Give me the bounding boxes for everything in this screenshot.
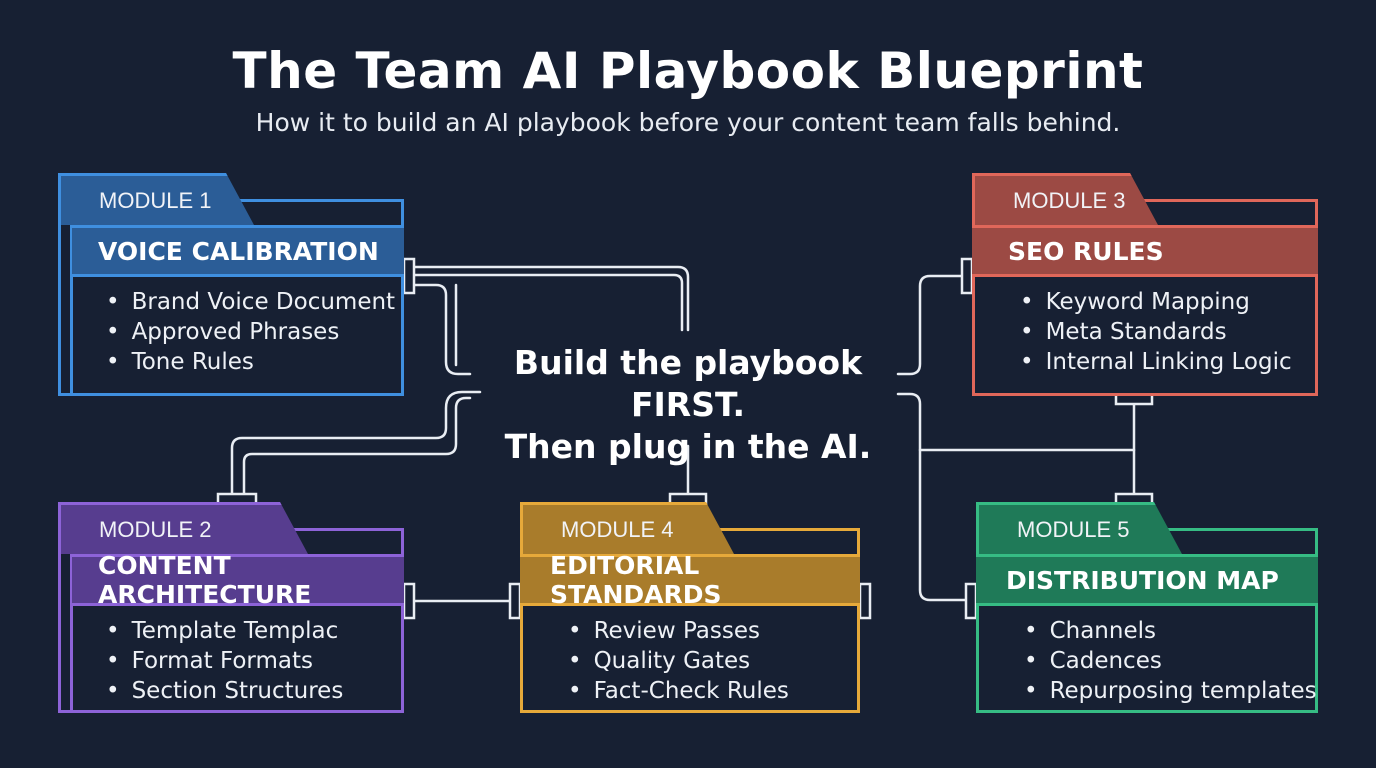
center-message: Build the playbook FIRST. Then plug in t…	[478, 342, 898, 468]
connector-m1-center-c	[412, 283, 472, 376]
list-item: Channels	[1024, 616, 1317, 646]
module-inner-rule	[70, 225, 73, 396]
module-item-list: Brand Voice Document Approved Phrases To…	[106, 287, 396, 377]
connector-center-m2-a	[230, 390, 482, 496]
list-item: Quality Gates	[568, 646, 789, 676]
module-item-list: Template Templac Format Formats Section …	[106, 616, 344, 706]
center-message-line2: Then plug in the AI.	[504, 427, 872, 466]
connector-m1-center-b	[412, 273, 684, 332]
port-m2-right	[402, 582, 416, 620]
port-m4-right	[858, 582, 872, 620]
list-item: Brand Voice Document	[106, 287, 396, 317]
page-title: The Team AI Playbook Blueprint	[232, 42, 1144, 100]
list-item: Tone Rules	[106, 347, 395, 377]
module-header: CONTENT ARCHITECTURE	[72, 551, 404, 609]
list-item: Fact-Check Rules	[568, 676, 789, 706]
module-tab-label: MODULE 2	[99, 516, 212, 542]
list-item: Repurposing templates	[1024, 676, 1317, 706]
center-message-line1: Build the playbook FIRST.	[513, 343, 863, 424]
module-tab-label: MODULE 5	[1017, 516, 1130, 542]
connector-center-m2-b	[242, 396, 472, 496]
module-header-label: VOICE CALIBRATION	[98, 236, 379, 266]
module-tab: MODULE 1	[58, 173, 254, 225]
list-item: Keyword Mapping	[1020, 287, 1292, 317]
list-item: Review Passes	[568, 616, 789, 646]
port-m5-left	[964, 582, 978, 620]
module-item-list: Channels Cadences Repurposing templates	[1024, 616, 1317, 706]
module-tab: MODULE 3	[972, 173, 1158, 225]
list-item: Section Structures	[106, 676, 344, 706]
page-subtitle: How it to build an AI playbook before yo…	[255, 108, 1121, 137]
list-item: Approved Phrases	[106, 317, 395, 347]
module-item-list: Keyword Mapping Meta Standards Internal …	[1020, 287, 1292, 377]
module-header-label: DISTRIBUTION MAP	[1006, 565, 1279, 595]
port-m4-left	[508, 582, 522, 620]
module-tab: MODULE 2	[58, 502, 308, 554]
module-header-label: CONTENT ARCHITECTURE	[98, 551, 312, 609]
module-tab-label: MODULE 3	[1013, 187, 1126, 213]
module-header: EDITORIAL STANDARDS	[520, 551, 860, 609]
connector-m1-center-a	[412, 265, 690, 332]
module-seo-rules: MODULE 3 SEO RULES Keyword Mapping Meta …	[972, 173, 1318, 396]
module-header: DISTRIBUTION MAP	[976, 554, 1318, 606]
connector-center-m3	[896, 274, 964, 376]
module-tab: MODULE 4	[520, 502, 734, 554]
module-tab: MODULE 5	[976, 502, 1182, 554]
module-tab-label: MODULE 1	[99, 187, 212, 213]
list-item: Meta Standards	[1020, 317, 1292, 347]
connector-center-m5	[896, 392, 968, 602]
list-item: Internal Linking Logic	[1020, 347, 1292, 377]
module-header-label: EDITORIAL STANDARDS	[550, 551, 722, 609]
port-m1-right	[402, 257, 416, 295]
module-header: VOICE CALIBRATION	[72, 225, 404, 277]
list-item: Cadences	[1024, 646, 1317, 676]
module-item-list: Review Passes Quality Gates Fact-Check R…	[568, 616, 789, 706]
module-voice-calibration: MODULE 1 VOICE CALIBRATION Brand Voice D…	[58, 173, 404, 396]
module-tab-label: MODULE 4	[561, 516, 674, 542]
module-header-label: SEO RULES	[1008, 236, 1164, 266]
module-header: SEO RULES	[972, 225, 1318, 277]
list-item: Template Templac	[106, 616, 343, 646]
list-item: Format Formats	[106, 646, 343, 676]
module-content-architecture: MODULE 2 CONTENT ARCHITECTURE Template T…	[58, 502, 404, 713]
module-inner-rule	[70, 554, 73, 713]
port-m3-left	[960, 257, 974, 295]
module-distribution-map: MODULE 5 DISTRIBUTION MAP Channels Caden…	[976, 502, 1318, 713]
module-editorial-standards: MODULE 4 EDITORIAL STANDARDS Review Pass…	[520, 502, 860, 713]
